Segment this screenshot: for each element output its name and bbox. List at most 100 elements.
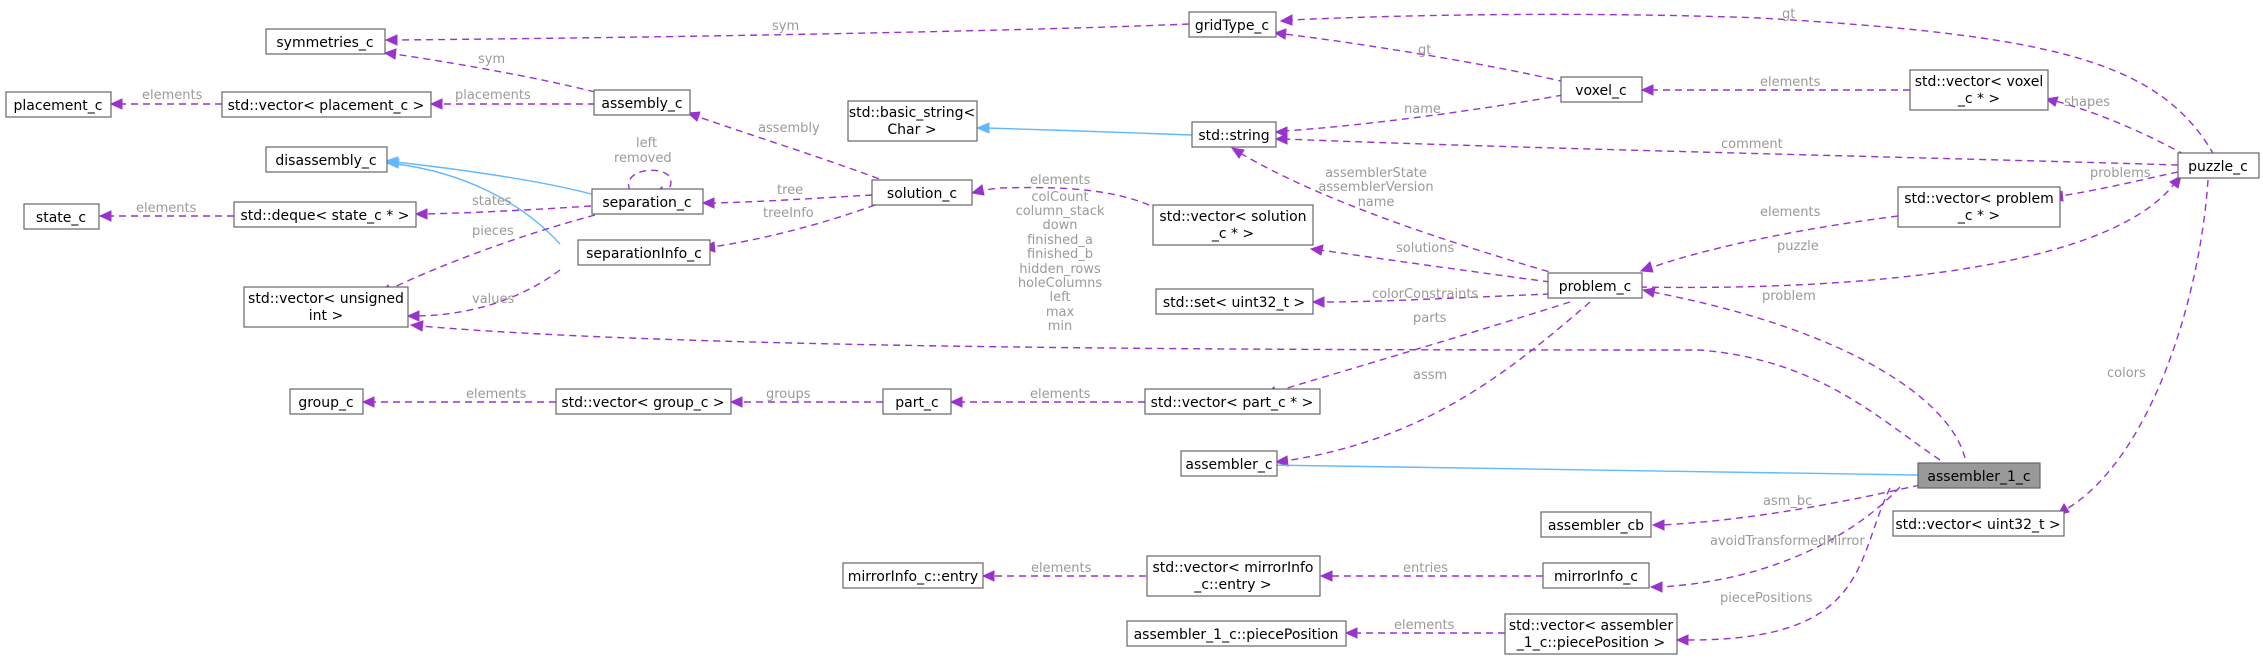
label-left-multi: left bbox=[1049, 290, 1070, 305]
node-problem-c[interactable]: problem_c bbox=[1547, 272, 1643, 299]
label-assembly: assembly bbox=[758, 121, 820, 136]
label-assemblerVersion: assemblerVersion bbox=[1318, 180, 1433, 195]
node-assembler-c[interactable]: assembler_c bbox=[1180, 450, 1278, 477]
edge-elements-group bbox=[361, 396, 556, 408]
svg-text:assembler_1_c::piecePosition: assembler_1_c::piecePosition bbox=[1134, 627, 1339, 643]
node-disassembly-c[interactable]: disassembly_c bbox=[265, 146, 388, 173]
edge-values bbox=[406, 269, 561, 322]
label-placements: placements bbox=[455, 88, 531, 103]
edge-assm bbox=[1274, 301, 1591, 467]
edge-piecePositions bbox=[1675, 487, 1891, 646]
label-solutions: solutions bbox=[1396, 241, 1454, 256]
edge-entries bbox=[1319, 570, 1543, 582]
label-colCount: colCount bbox=[1031, 190, 1088, 205]
svg-text:symmetries_c: symmetries_c bbox=[276, 35, 373, 51]
label-name-problem: name bbox=[1358, 195, 1395, 210]
label-pieces: pieces bbox=[472, 224, 514, 239]
label-asm-bc: asm_bc bbox=[1763, 494, 1812, 509]
edge-assembly bbox=[686, 111, 891, 184]
node-std-string[interactable]: std::string bbox=[1191, 121, 1277, 148]
label-gt-puzzle: gt bbox=[1782, 7, 1795, 22]
label-hidden-rows: hidden_rows bbox=[1019, 262, 1101, 277]
svg-text:separationInfo_c: separationInfo_c bbox=[586, 246, 702, 262]
label-states: states bbox=[472, 194, 512, 209]
node-basic-string[interactable]: std::basic_string< Char > bbox=[847, 100, 978, 142]
node-vector-group[interactable]: std::vector< group_c > bbox=[555, 388, 732, 415]
edge-colors bbox=[2056, 179, 2209, 516]
node-vector-solution[interactable]: std::vector< solution _c * > bbox=[1152, 204, 1314, 246]
label-parts: parts bbox=[1413, 311, 1447, 326]
node-assembly-c[interactable]: assembly_c bbox=[593, 89, 691, 116]
node-gridType-c[interactable]: gridType_c bbox=[1188, 11, 1277, 38]
svg-text:std::vector< uint32_t >: std::vector< uint32_t > bbox=[1895, 517, 2060, 533]
svg-text:int >: int > bbox=[309, 308, 343, 324]
node-vector-problem[interactable]: std::vector< problem _c * > bbox=[1897, 186, 2061, 228]
label-elements-state: elements bbox=[136, 201, 197, 216]
node-puzzle-c[interactable]: puzzle_c bbox=[2177, 152, 2260, 179]
svg-text:assembler_1_c: assembler_1_c bbox=[1927, 469, 2030, 485]
edge-sym-assembly bbox=[383, 48, 596, 93]
node-mirrorInfo-entry[interactable]: mirrorInfo_c::entry bbox=[842, 562, 984, 589]
node-vector-unsigned[interactable]: std::vector< unsigned int > bbox=[243, 286, 409, 328]
svg-text:_c::entry >: _c::entry > bbox=[1193, 577, 1271, 593]
node-separation-c[interactable]: separation_c bbox=[591, 188, 704, 215]
label-tree: tree bbox=[777, 183, 803, 198]
edge-puzzle bbox=[1639, 175, 2182, 289]
svg-text:std::vector< problem: std::vector< problem bbox=[1904, 191, 2054, 207]
node-vector-piecePosition[interactable]: std::vector< assembler _1_c::piecePositi… bbox=[1504, 613, 1678, 655]
label-treeInfo: treeInfo bbox=[763, 206, 814, 221]
svg-text:assembly_c: assembly_c bbox=[601, 96, 682, 112]
svg-text:mirrorInfo_c::entry: mirrorInfo_c::entry bbox=[848, 569, 978, 585]
svg-text:solution_c: solution_c bbox=[887, 186, 957, 202]
node-symmetries-c[interactable]: symmetries_c bbox=[265, 28, 386, 55]
edge-comment bbox=[1274, 133, 2179, 166]
node-state-c[interactable]: state_c bbox=[23, 203, 100, 230]
node-placement-c[interactable]: placement_c bbox=[5, 91, 112, 118]
node-vector-uint32[interactable]: std::vector< uint32_t > bbox=[1892, 510, 2065, 537]
label-problem: problem bbox=[1762, 289, 1816, 304]
svg-text:separation_c: separation_c bbox=[602, 195, 691, 211]
edge-states bbox=[414, 205, 592, 220]
edge-name-voxel bbox=[1274, 94, 1564, 138]
node-solution-c[interactable]: solution_c bbox=[871, 179, 973, 206]
label-sym-assembly: sym bbox=[478, 52, 505, 67]
svg-text:mirrorInfo_c: mirrorInfo_c bbox=[1554, 569, 1638, 585]
svg-text:puzzle_c: puzzle_c bbox=[2188, 159, 2248, 175]
svg-text:std::vector< part_c * >: std::vector< part_c * > bbox=[1151, 395, 1314, 411]
svg-text:placement_c: placement_c bbox=[14, 98, 103, 114]
svg-text:assembler_c: assembler_c bbox=[1185, 457, 1272, 473]
node-set-uint32[interactable]: std::set< uint32_t > bbox=[1155, 288, 1314, 315]
node-vector-part[interactable]: std::vector< part_c * > bbox=[1144, 388, 1321, 415]
svg-text:_c * >: _c * > bbox=[1957, 91, 2000, 107]
node-vector-placement[interactable]: std::vector< placement_c > bbox=[221, 91, 432, 118]
edge-elements-voxel bbox=[1640, 84, 1910, 96]
svg-text:gridType_c: gridType_c bbox=[1195, 18, 1269, 34]
svg-text:std::basic_string<: std::basic_string< bbox=[849, 105, 975, 121]
node-voxel-c[interactable]: voxel_c bbox=[1560, 76, 1643, 103]
svg-text:problem_c: problem_c bbox=[1559, 279, 1632, 295]
node-assembler-cb[interactable]: assembler_cb bbox=[1540, 511, 1652, 538]
label-down: down bbox=[1042, 218, 1077, 233]
label-entries: entries bbox=[1403, 561, 1448, 576]
label-min: min bbox=[1048, 319, 1073, 334]
node-vector-mirror-entry[interactable]: std::vector< mirrorInfo _c::entry > bbox=[1146, 555, 1321, 597]
label-elements-group: elements bbox=[466, 387, 527, 402]
edge-gt-voxel bbox=[1273, 28, 1566, 83]
svg-text:std::vector< assembler: std::vector< assembler bbox=[1509, 618, 1673, 634]
node-deque-state[interactable]: std::deque< state_c * > bbox=[233, 201, 417, 228]
edge-solutions bbox=[1309, 244, 1551, 283]
svg-text:std::vector< solution: std::vector< solution bbox=[1159, 209, 1306, 225]
edge-asm-bc bbox=[1651, 484, 1921, 531]
node-vector-voxel[interactable]: std::vector< voxel _c * > bbox=[1909, 69, 2049, 111]
node-mirrorInfo-c[interactable]: mirrorInfo_c bbox=[1542, 562, 1650, 589]
node-part-c[interactable]: part_c bbox=[882, 388, 952, 415]
edge-inherit-separation bbox=[384, 156, 596, 196]
edge-elements-mirror bbox=[981, 570, 1146, 582]
node-piecePosition[interactable]: assembler_1_c::piecePosition bbox=[1126, 620, 1347, 647]
node-group-c[interactable]: group_c bbox=[289, 388, 364, 415]
node-assembler-1-c[interactable]: assembler_1_c bbox=[1917, 462, 2041, 489]
node-separationInfo-c[interactable]: separationInfo_c bbox=[577, 239, 711, 266]
svg-text:voxel_c: voxel_c bbox=[1575, 83, 1626, 99]
edge-elements-piece bbox=[1344, 627, 1505, 639]
